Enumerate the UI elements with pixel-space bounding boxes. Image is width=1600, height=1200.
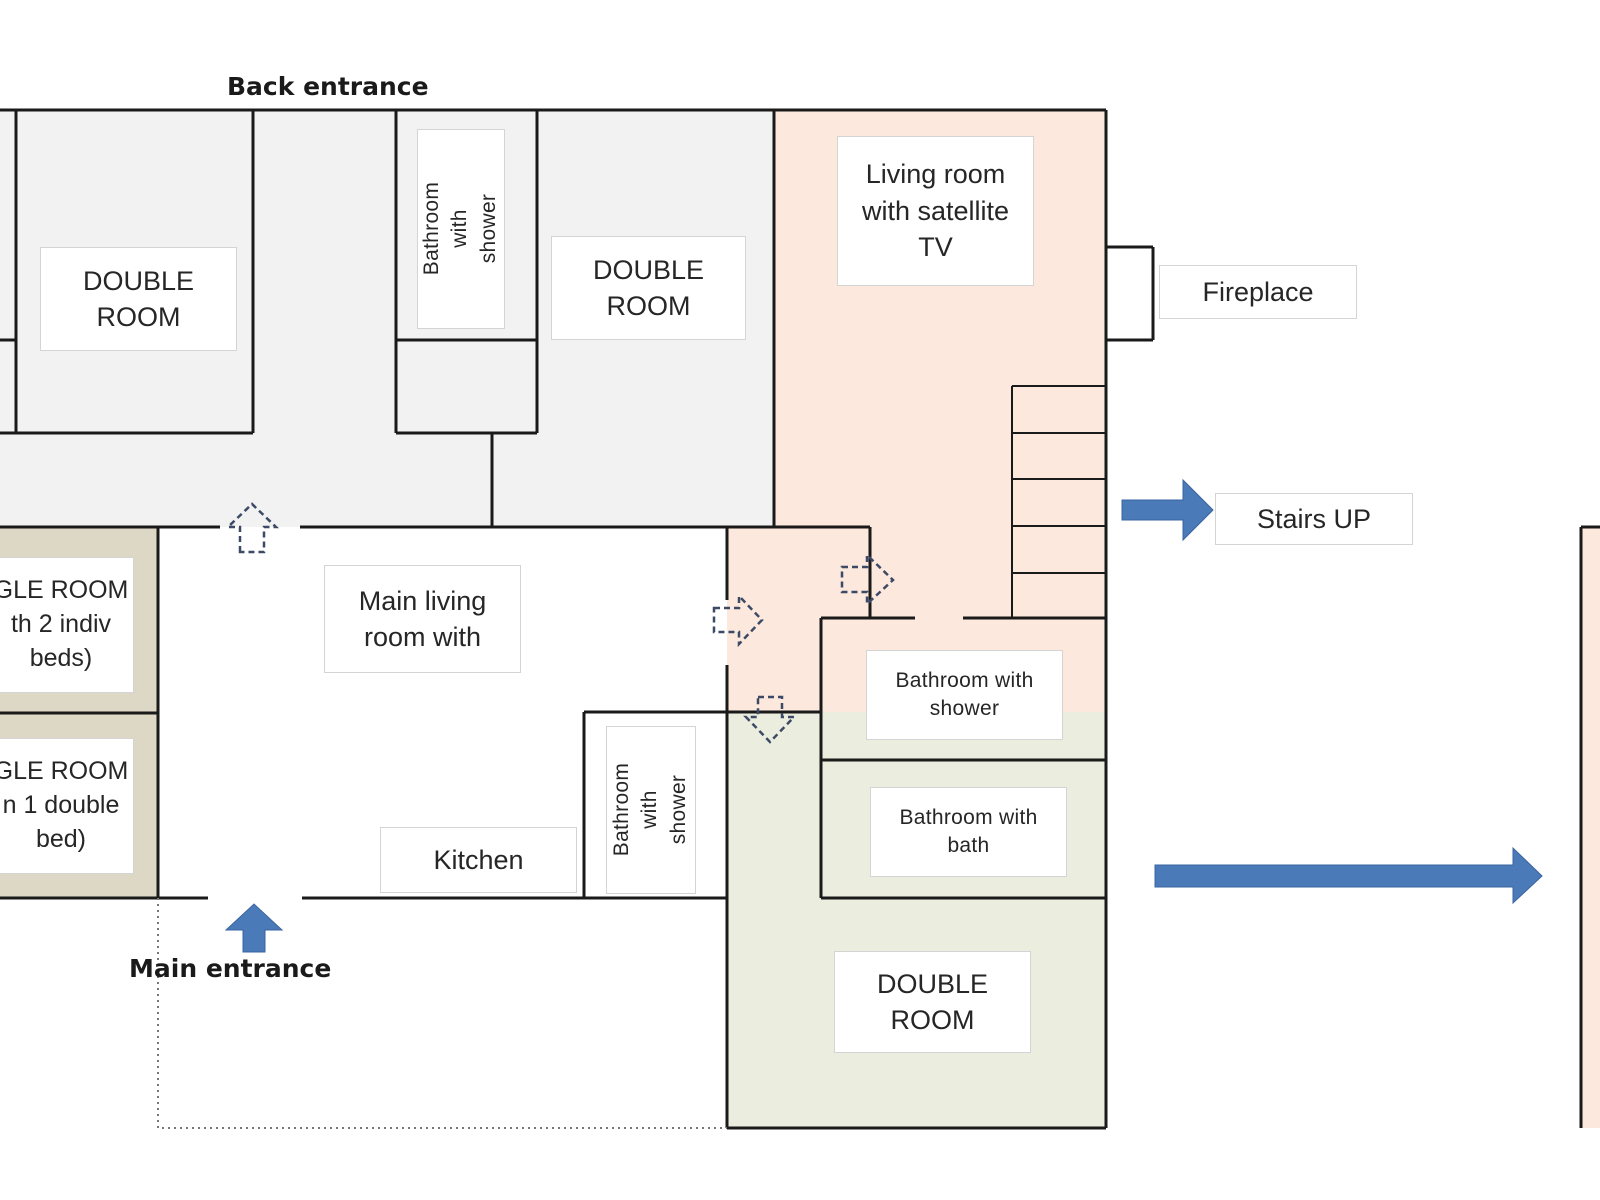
double-room-3-label: DOUBLE ROOM [834,951,1031,1053]
bathroom-shower-mid-label: Bathroom with shower [606,726,696,894]
fireplace-label: Fireplace [1159,265,1357,319]
walls [0,108,1600,1130]
zone-peach-right-edge [1581,527,1600,1128]
kitchen-label: Kitchen [380,827,577,893]
bathroom-shower-mid-text: Bathroom with shower [610,763,691,857]
single-room-2-label: GLE ROOM n 1 double bed) [0,738,134,874]
terrace-outline [157,898,727,1129]
double-room-1-label: DOUBLE ROOM [40,247,237,351]
stairs-right-arrow-icon [1121,478,1214,542]
continue-right-arrow-icon [1154,846,1543,905]
main-entrance-up-arrow-icon [224,903,284,953]
bathroom-shower-right-label: Bathroom with shower [866,650,1063,740]
stairs-up-label: Stairs UP [1215,493,1413,545]
zone-green-double [727,712,1106,1128]
living-room-tv-label: Living room with satellite TV [837,136,1034,286]
bathroom-shower-top-label: Bathroom with shower [417,129,505,329]
double-room-2-label: DOUBLE ROOM [551,236,746,340]
bathroom-shower-top-text: Bathroom with shower [420,182,501,276]
main-entrance-label: Main entrance [129,954,332,983]
right-dashed-arrow-icon [840,552,895,607]
back-entrance-label: Back entrance [227,72,429,101]
stairs [1011,385,1106,618]
bathroom-bath-label: Bathroom with bath [870,787,1067,877]
main-living-room-label: Main living room with [324,565,521,673]
down-dashed-arrow-icon [743,695,797,744]
single-room-1-label: GLE ROOM th 2 indiv beds) [0,557,134,693]
